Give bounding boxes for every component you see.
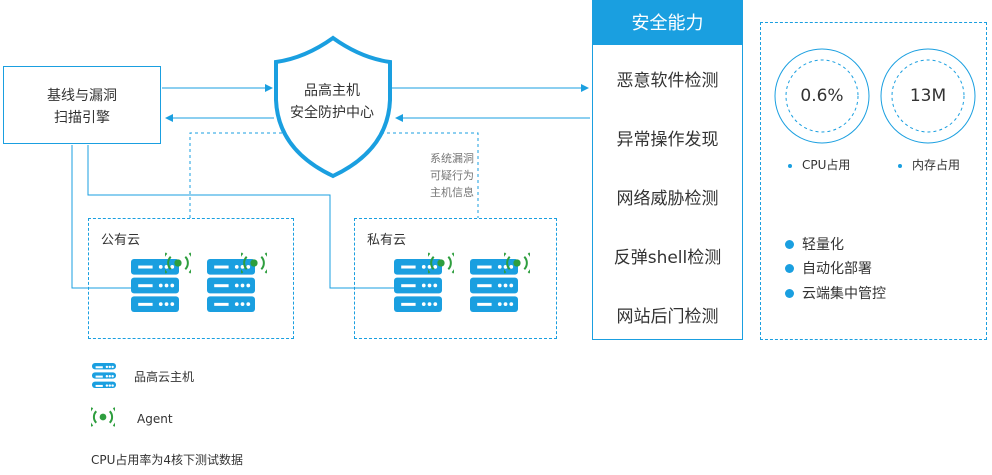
scan-engine-line1: 基线与漏洞: [47, 88, 117, 104]
feature-label: 轻量化: [802, 237, 844, 253]
agent-signal-icon: [161, 250, 195, 280]
shield-icon: [274, 35, 392, 179]
performance-panel: [760, 22, 987, 340]
public-cloud-label: 公有云: [101, 233, 141, 248]
bullet-dot: [785, 288, 794, 298]
private-cloud-label: 私有云: [367, 233, 407, 248]
cpu-usage-label: CPU占用: [802, 158, 851, 172]
bullet-dot: [785, 239, 794, 249]
cpu-usage-value: 0.6%: [800, 86, 844, 106]
legend-agent-label: Agent: [137, 412, 173, 426]
bullet-dot: [898, 163, 902, 168]
memory-usage-label: 内存占用: [912, 158, 961, 172]
server-icon: [394, 258, 442, 318]
memory-usage-caption: 内存占用: [898, 156, 960, 173]
note-line1: 系统漏洞: [430, 152, 474, 165]
capability-item: 恶意软件检测: [616, 71, 719, 91]
note-line2: 可疑行为: [430, 169, 474, 182]
feature-item: 轻量化: [785, 234, 844, 254]
capability-item: 网络威胁检测: [616, 189, 719, 209]
cpu-usage-caption: CPU占用: [788, 156, 850, 173]
center-line2: 安全防护中心: [290, 105, 374, 121]
bullet-dot: [788, 163, 792, 168]
security-center-label: 品高主机 安全防护中心: [272, 80, 392, 124]
bullet-dot: [785, 263, 794, 273]
legend-agent-icon: [87, 405, 119, 433]
feature-item: 自动化部署: [785, 258, 872, 278]
capability-item: 反弹shell检测: [613, 248, 722, 268]
center-line1: 品高主机: [304, 83, 360, 99]
feature-item: 云端集中管控: [785, 283, 886, 303]
capabilities-title: 安全能力: [593, 1, 742, 45]
agent-signal-icon: [424, 250, 458, 280]
note-line3: 主机信息: [430, 186, 474, 199]
agent-signal-icon: [500, 250, 534, 280]
feature-label: 自动化部署: [802, 261, 872, 277]
footnote: CPU占用率为4核下测试数据: [91, 453, 244, 467]
report-note: 系统漏洞 可疑行为 主机信息: [400, 150, 474, 201]
feature-label: 云端集中管控: [802, 286, 886, 302]
agent-signal-icon: [237, 250, 271, 280]
private-cloud-group: 私有云: [354, 218, 557, 339]
legend-server-label: 品高云主机: [134, 370, 195, 384]
capability-item: 网站后门检测: [616, 307, 719, 327]
server-icon: [131, 258, 179, 318]
security-capabilities-panel: 安全能力 恶意软件检测 异常操作发现 网络威胁检测 反弹shell检测 网站后门…: [592, 0, 743, 340]
server-icon: [207, 258, 255, 318]
legend-server-icon: [92, 362, 116, 394]
memory-usage-value: 13M: [909, 86, 947, 106]
public-cloud-group: 公有云: [88, 218, 294, 339]
capability-item: 异常操作发现: [616, 130, 719, 150]
server-icon: [470, 258, 518, 318]
scan-engine-box: 基线与漏洞 扫描引擎: [3, 66, 161, 144]
scan-engine-line2: 扫描引擎: [54, 110, 110, 126]
